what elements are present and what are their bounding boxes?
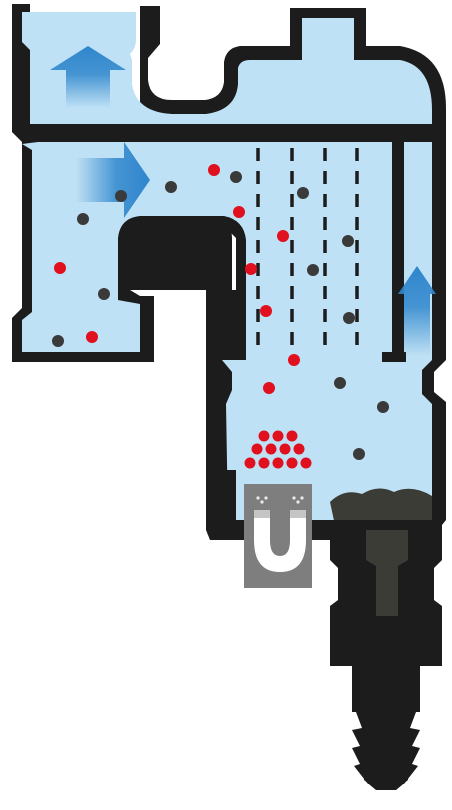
baffle-bar: [248, 130, 418, 142]
dirt-particle: [307, 264, 319, 276]
dirt-particle: [115, 190, 127, 202]
magnetic-field-dots: [256, 496, 304, 504]
filter-mesh: [256, 148, 359, 350]
collected-particle: [265, 443, 277, 455]
magnetic-particle: [260, 305, 272, 317]
collected-magnetic-pile: [244, 430, 312, 469]
field-dot: [256, 496, 260, 500]
field-dot: [260, 500, 264, 504]
return-pipe: [392, 140, 404, 356]
magnetic-particle: [208, 164, 220, 176]
horseshoe-magnet-icon: [254, 510, 306, 572]
magnetic-particle: [263, 382, 275, 394]
collected-particle: [300, 457, 312, 469]
magnetic-particle: [86, 331, 98, 343]
magnet: [244, 484, 312, 588]
magnet-pole: [254, 510, 270, 518]
return-pipe-foot: [382, 352, 406, 362]
dirt-particle: [377, 401, 389, 413]
inlet-flow-arrow: [76, 142, 150, 218]
dirt-particle: [165, 181, 177, 193]
arrow-up-icon: [50, 46, 126, 108]
magnetic-particle: [277, 230, 289, 242]
collected-particle: [244, 457, 256, 469]
collected-particle: [272, 457, 284, 469]
valve-body: [330, 520, 442, 790]
collected-particle: [279, 443, 291, 455]
collected-particle: [258, 457, 270, 469]
magnetic-particle: [233, 206, 245, 218]
field-dot: [300, 496, 304, 500]
field-dot: [264, 496, 268, 500]
collected-particle: [286, 457, 298, 469]
dirt-particle: [334, 377, 346, 389]
magnetic-particle: [54, 262, 66, 274]
collection-chamber-water: [222, 360, 432, 520]
dirt-particle: [98, 288, 110, 300]
dirt-particle: [297, 187, 309, 199]
return-flow-arrow: [398, 266, 436, 356]
dirt-particle: [77, 213, 89, 225]
field-dot: [296, 500, 300, 504]
dirt-particle: [343, 312, 355, 324]
dirt-particle: [353, 448, 365, 460]
sludge-deposit: [330, 488, 432, 530]
magnetic-particle: [245, 263, 257, 275]
collected-particle: [272, 430, 284, 442]
hose-barb-valve-icon: [352, 712, 420, 784]
field-dot: [292, 496, 296, 500]
dirt-particle: [230, 171, 242, 183]
collected-particle: [293, 443, 305, 455]
drain-valve: [330, 520, 442, 790]
collected-particle: [286, 430, 298, 442]
magnetic-particles: [54, 164, 300, 394]
arrow-right-icon: [76, 142, 150, 218]
valve-stem: [366, 530, 408, 616]
magnetic-particle: [288, 354, 300, 366]
magnet-slot: [206, 470, 236, 530]
dirt-particles: [52, 171, 389, 460]
magnet-pole: [290, 510, 306, 518]
outlet-pipe-water: [22, 12, 432, 124]
dirt-particle: [52, 335, 64, 347]
arrow-up-icon: [398, 266, 436, 356]
center-plug: [130, 226, 232, 290]
dirt-particle: [342, 235, 354, 247]
collected-particle: [251, 443, 263, 455]
outlet-flow-arrow: [50, 46, 126, 108]
collected-particle: [258, 430, 270, 442]
